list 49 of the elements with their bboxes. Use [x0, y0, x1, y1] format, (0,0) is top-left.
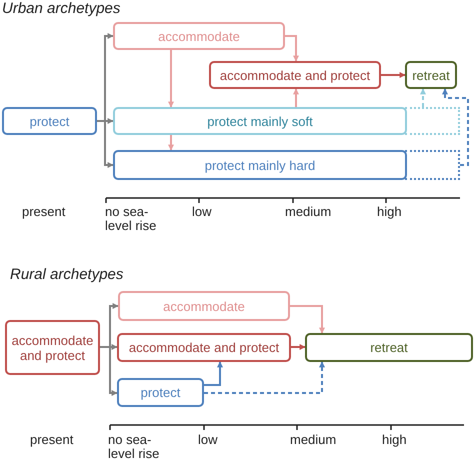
strategy-box: [117, 378, 204, 407]
strategy-box: [113, 107, 407, 135]
axis-label: medium: [290, 433, 336, 447]
arrow: [285, 35, 299, 62]
strategy-box: [117, 333, 291, 362]
axis-label: low: [198, 433, 218, 447]
box-label: accommodate and protect: [220, 68, 370, 82]
box-label: accommodate: [163, 298, 245, 314]
strategy-box: [113, 22, 285, 50]
arrow: [97, 120, 114, 168]
arrow: [291, 344, 306, 350]
axis-label: no sea-level rise: [105, 205, 158, 233]
section-heading: Urban archetypes: [2, 2, 120, 16]
arrow: [293, 88, 299, 107]
arrow: [442, 88, 469, 166]
box-label: retreat: [412, 68, 450, 82]
arrow: [420, 88, 426, 107]
strategy-box: [118, 291, 290, 321]
box-label: accommodate and protect: [128, 340, 280, 355]
box-label: accommodate and protect: [10, 332, 94, 362]
strategy-box: [113, 150, 407, 180]
axis-label: no sea-level rise: [108, 433, 160, 460]
dotted-extension-box: [405, 150, 460, 180]
dotted-extension-box: [405, 107, 460, 135]
axis-label: medium: [285, 205, 332, 219]
strategy-box: [405, 61, 457, 89]
arrow: [168, 50, 174, 108]
arrow: [100, 346, 118, 396]
arrow: [204, 361, 223, 386]
box-label: protect: [30, 114, 70, 128]
box-label: protect mainly soft: [207, 114, 313, 128]
arrow: [168, 135, 174, 151]
strategy-box: [2, 107, 97, 135]
axis-label: high: [377, 205, 402, 219]
arrow: [381, 72, 406, 78]
axis-label: present: [30, 433, 74, 447]
axis-label: low: [192, 205, 212, 219]
arrow: [290, 305, 325, 334]
strategy-box: [305, 333, 473, 362]
strategy-box: [209, 61, 381, 89]
strategy-box: [5, 320, 100, 375]
box-label: retreat: [370, 340, 408, 355]
arrow: [204, 361, 325, 394]
axis-label: high: [382, 433, 407, 447]
section-heading: Rural archetypes: [10, 268, 124, 282]
box-label: protect: [140, 385, 180, 400]
box-label: accommodate: [158, 28, 240, 44]
box-label: protect mainly hard: [204, 158, 316, 172]
axis-label: present: [22, 205, 66, 219]
